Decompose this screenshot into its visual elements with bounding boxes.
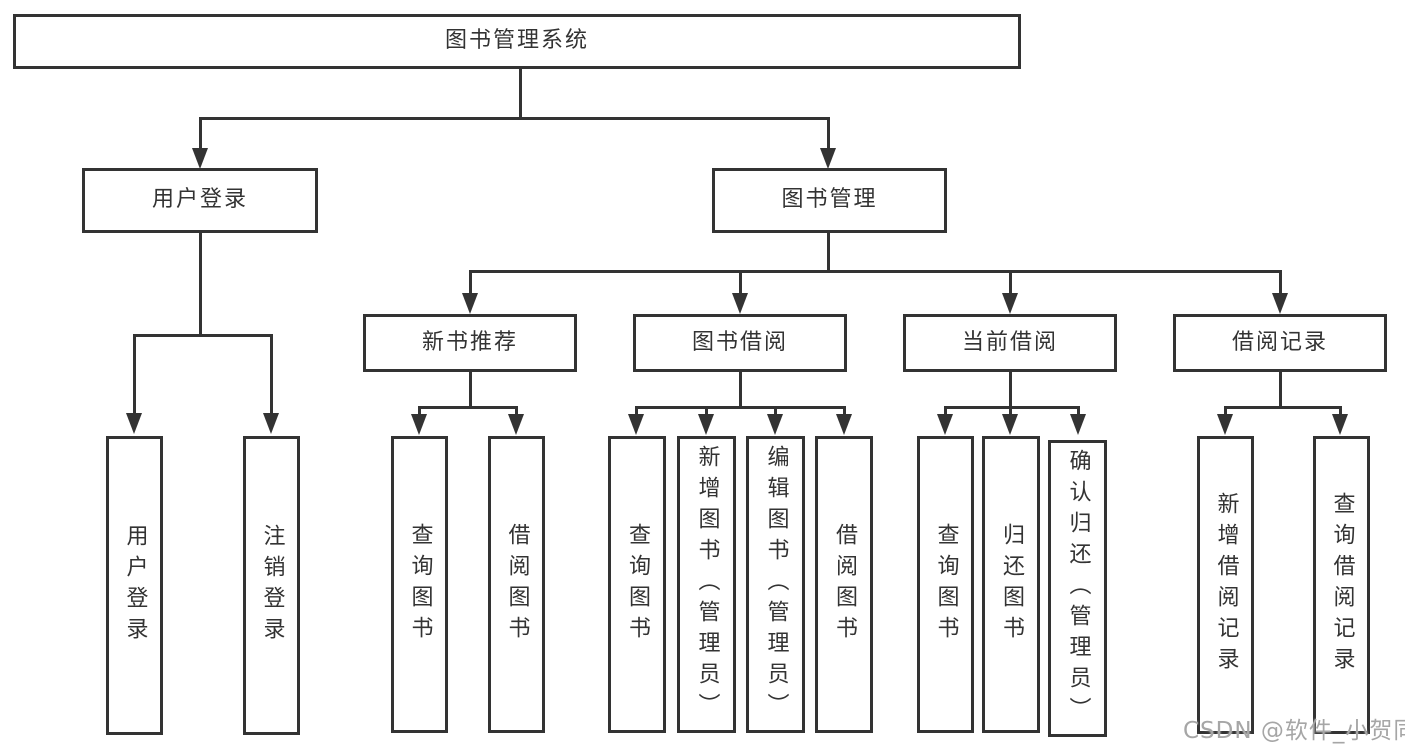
node-user-login-leaf: 用户登录: [106, 436, 163, 735]
node-label-edit-book-admin: 编辑图书（管理员）: [763, 445, 789, 724]
connector-line: [133, 334, 273, 337]
arrow-down-icon: [1217, 414, 1233, 435]
connector-line: [774, 406, 777, 415]
node-label-recommend-query-books: 查询图书: [407, 522, 433, 647]
node-borrowing-records: 借阅记录: [1173, 314, 1387, 372]
connector-line: [469, 372, 472, 408]
connector-line: [944, 406, 1080, 409]
node-label-book-borrowing: 图书借阅: [691, 329, 788, 355]
node-label-current-query-books: 查询图书: [933, 522, 959, 647]
arrow-down-icon: [1272, 293, 1288, 314]
node-label-add-borrow-record: 新增借阅记录: [1213, 492, 1239, 678]
connector-line: [635, 406, 638, 415]
node-label-query-borrow-record: 查询借阅记录: [1329, 492, 1355, 678]
arrow-down-icon: [1002, 293, 1018, 314]
node-recommend-query-books: 查询图书: [391, 436, 448, 733]
connector-line: [944, 406, 947, 415]
node-recommend-borrow-books: 借阅图书: [488, 436, 545, 733]
connector-line: [515, 406, 518, 415]
node-label-borrow-book: 借阅图书: [832, 522, 857, 647]
arrow-down-icon: [836, 414, 852, 435]
arrow-down-icon: [1332, 414, 1348, 435]
connector-line: [1009, 270, 1012, 293]
node-current-borrowing: 当前借阅: [903, 314, 1117, 372]
connector-line: [705, 406, 708, 415]
arrow-down-icon: [462, 293, 478, 314]
connector-line: [519, 69, 522, 119]
arrow-down-icon: [411, 414, 427, 435]
node-label-logout-leaf: 注销登录: [259, 523, 285, 648]
node-add-book-admin: 新增图书（管理员）: [677, 436, 736, 733]
arrow-down-icon: [508, 414, 524, 435]
node-borrow-book: 借阅图书: [815, 436, 873, 733]
connector-line: [1077, 406, 1080, 415]
connector-line: [1009, 406, 1012, 415]
connector-line: [1279, 372, 1282, 408]
connector-line: [199, 233, 202, 336]
connector-line: [827, 117, 830, 148]
arrow-down-icon: [263, 413, 279, 434]
connector-line: [133, 334, 136, 414]
node-book-borrowing: 图书借阅: [633, 314, 847, 372]
node-label-user-login-leaf: 用户登录: [122, 523, 148, 648]
connector-line: [739, 270, 742, 293]
node-confirm-return-admin: 确认归还（管理员）: [1048, 440, 1107, 737]
node-library-management-system: 图书管理系统: [13, 14, 1021, 69]
node-label-borrow-query-books: 查询图书: [625, 522, 650, 647]
node-label-library-management-system: 图书管理系统: [444, 28, 589, 54]
arrow-down-icon: [1070, 414, 1086, 435]
node-label-current-borrowing: 当前借阅: [961, 329, 1058, 355]
node-label-new-book-recommendation: 新书推荐: [421, 329, 518, 355]
node-label-recommend-borrow-books: 借阅图书: [504, 522, 530, 647]
connector-line: [1224, 406, 1227, 415]
connector-line: [1279, 270, 1282, 293]
arrow-down-icon: [628, 414, 644, 435]
connector-line: [270, 334, 273, 414]
node-label-return-book: 归还图书: [999, 522, 1024, 647]
node-current-query-books: 查询图书: [917, 436, 974, 733]
connector-line: [1339, 406, 1342, 415]
connector-line: [739, 372, 742, 408]
arrow-down-icon: [820, 148, 836, 169]
node-new-book-recommendation: 新书推荐: [363, 314, 577, 372]
connector-line: [1009, 372, 1012, 408]
arrow-down-icon: [698, 414, 714, 435]
connector-line: [635, 406, 846, 409]
node-return-book: 归还图书: [982, 436, 1040, 733]
node-label-confirm-return-admin: 确认归还（管理员）: [1065, 449, 1091, 728]
connector-line: [1224, 406, 1342, 409]
node-label-user-login: 用户登录: [151, 187, 248, 213]
arrow-down-icon: [732, 293, 748, 314]
csdn-watermark: CSDN @软件_小贺同学: [1183, 718, 1405, 744]
connector-line: [469, 270, 472, 293]
node-query-borrow-record: 查询借阅记录: [1313, 436, 1370, 734]
node-label-book-management: 图书管理: [781, 187, 878, 213]
node-borrow-query-books: 查询图书: [608, 436, 666, 733]
node-book-management: 图书管理: [712, 168, 947, 233]
node-label-add-book-admin: 新增图书（管理员）: [694, 445, 720, 724]
arrow-down-icon: [126, 413, 142, 434]
connector-line: [418, 406, 518, 409]
connector-line: [827, 233, 830, 272]
connector-line: [418, 406, 421, 415]
arrow-down-icon: [192, 148, 208, 169]
arrow-down-icon: [1002, 414, 1018, 435]
connector-line: [199, 117, 830, 120]
connector-line: [843, 406, 846, 415]
connector-line: [469, 270, 1282, 273]
arrow-down-icon: [937, 414, 953, 435]
connector-line: [199, 117, 202, 148]
node-user-login: 用户登录: [82, 168, 318, 233]
node-label-borrowing-records: 借阅记录: [1231, 329, 1328, 355]
arrow-down-icon: [767, 414, 783, 435]
node-logout-leaf: 注销登录: [243, 436, 300, 735]
node-edit-book-admin: 编辑图书（管理员）: [746, 436, 805, 733]
node-add-borrow-record: 新增借阅记录: [1197, 436, 1254, 734]
